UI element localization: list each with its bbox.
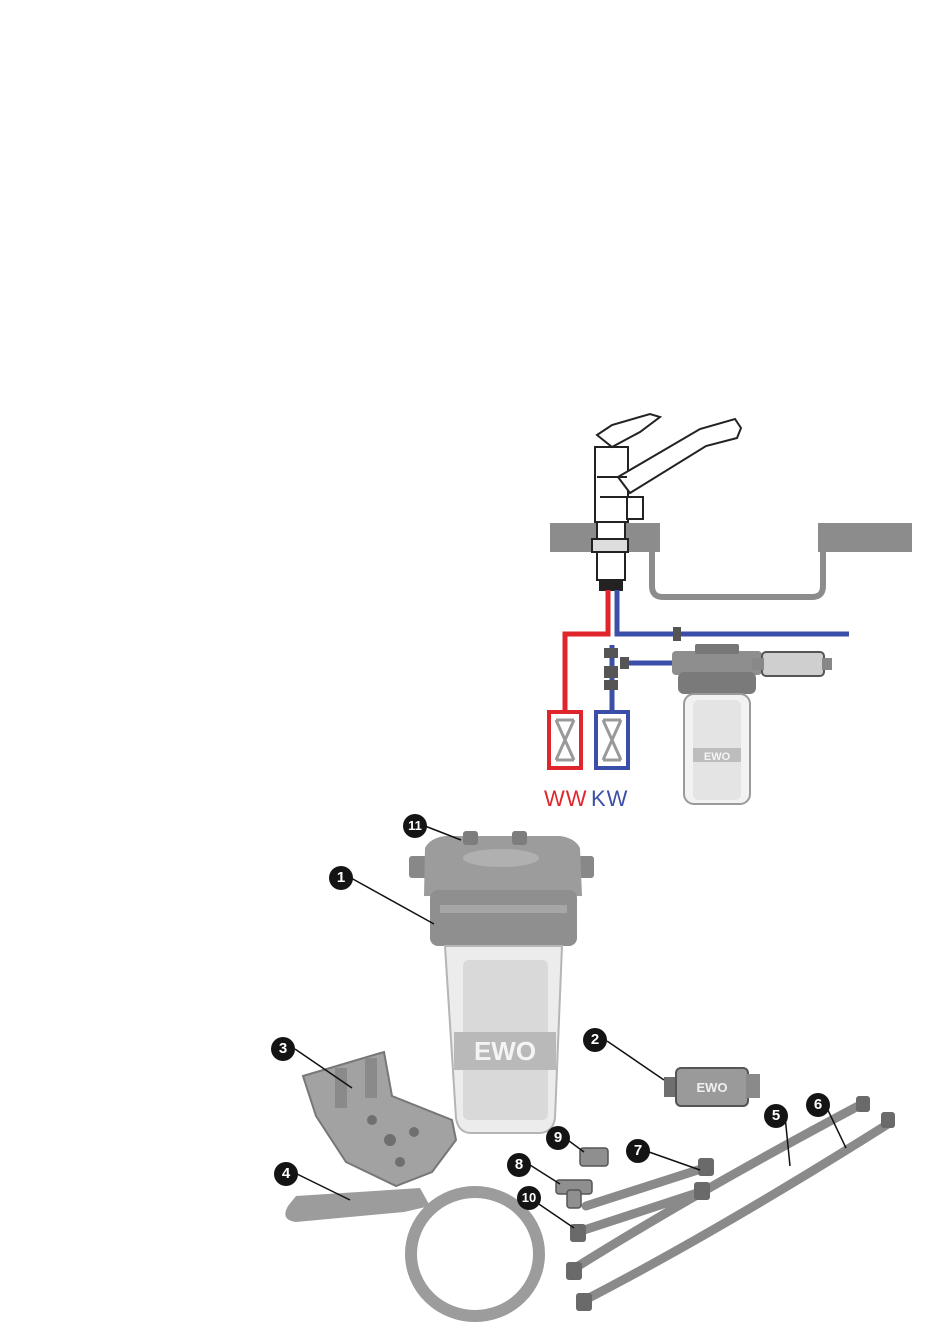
- part-3-wall-bracket: [303, 1052, 456, 1186]
- warm-water-label: WW: [544, 786, 588, 812]
- svg-text:EWO: EWO: [704, 751, 731, 763]
- part-callout-11: 11: [403, 814, 427, 838]
- hose-end-fittings: [566, 1096, 895, 1311]
- hot-water-line: [565, 590, 608, 710]
- installed-inline-cartridge: [752, 652, 832, 676]
- part-callout-7: 7: [626, 1139, 650, 1163]
- installed-filter-housing: EWO: [672, 644, 762, 804]
- part-5-6-long-hoses: [575, 1104, 888, 1300]
- svg-text:EWO: EWO: [474, 1036, 536, 1066]
- faucet: [592, 414, 741, 590]
- cold-water-label: KW: [591, 786, 628, 812]
- part-9-adapter-nipple: [580, 1148, 608, 1166]
- svg-text:EWO: EWO: [696, 1080, 727, 1095]
- part-4-housing-wrench: [285, 1188, 539, 1316]
- part-callout-1: 1: [329, 866, 353, 890]
- part-callout-8: 8: [507, 1153, 531, 1177]
- part-callout-10: 10: [517, 1186, 541, 1210]
- cold-water-valve: [596, 712, 628, 768]
- part-callout-3: 3: [271, 1037, 295, 1061]
- hot-water-valve: [549, 712, 581, 768]
- part-callout-9: 9: [546, 1126, 570, 1150]
- part-1-filter-housing: EWO: [409, 831, 594, 1133]
- part-callout-5: 5: [764, 1104, 788, 1128]
- part-callout-2: 2: [583, 1028, 607, 1052]
- part-callout-6: 6: [806, 1093, 830, 1117]
- sink-basin: [652, 552, 823, 597]
- part-2-inline-cartridge: EWO: [664, 1068, 760, 1106]
- part-callout-4: 4: [274, 1162, 298, 1186]
